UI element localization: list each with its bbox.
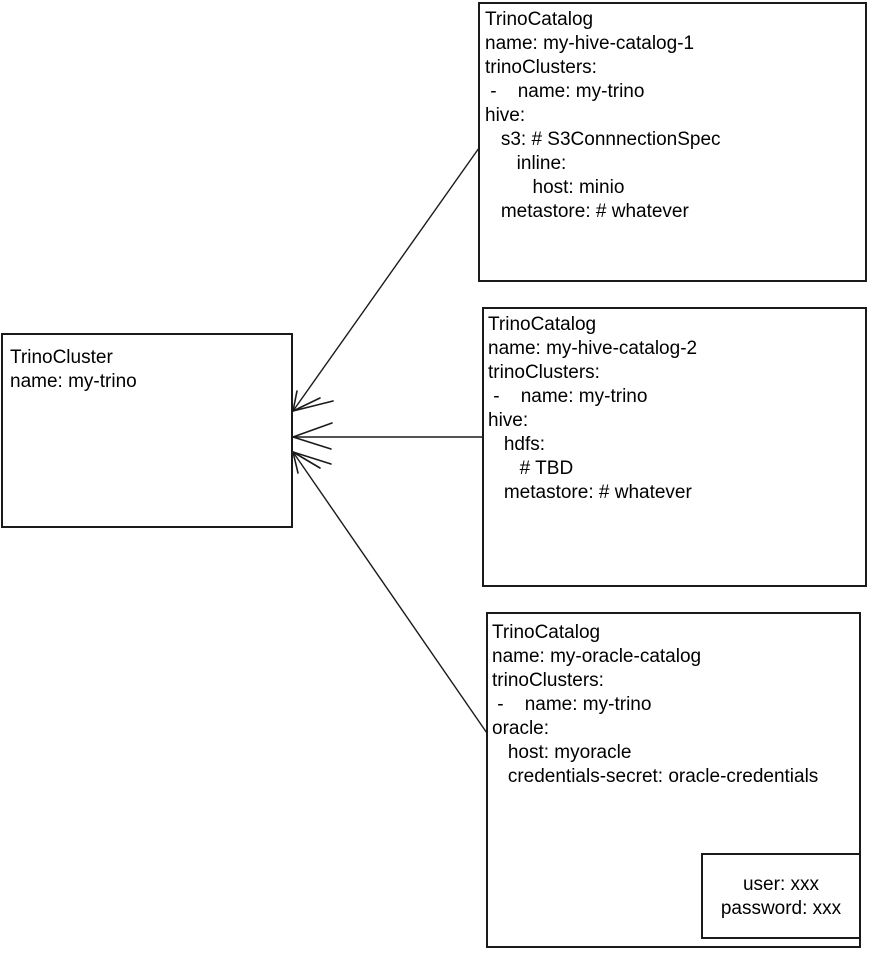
trino-cluster-kind-label: TrinoCluster: [10, 347, 113, 368]
secret-box-outline: [701, 853, 861, 939]
catalog-line: TrinoCatalog: [485, 9, 593, 30]
catalog-line: trinoClusters:: [488, 362, 600, 383]
catalog-line: - name: my-trino: [488, 386, 647, 407]
secret-box[interactable]: user: xxx password: xxx: [701, 853, 861, 939]
connector-line-oracle-catalog: [292, 451, 490, 737]
catalog-line: hive:: [485, 105, 525, 126]
trino-cluster-name-line: name: my-trino: [10, 371, 137, 392]
catalog-line: inline:: [485, 153, 566, 174]
trino-cluster-box-outline: [1, 333, 293, 528]
catalog-line: trinoClusters:: [485, 57, 597, 78]
catalog-line: s3: # S3ConnnectionSpec: [485, 129, 721, 150]
trino-cluster-box[interactable]: TrinoCluster name: my-trino: [1, 333, 293, 528]
secret-line: user: xxx: [743, 874, 820, 895]
catalog-line: metastore: # whatever: [488, 482, 692, 503]
arrowhead-hive-catalog-2: [292, 422, 333, 450]
catalog-line: credentials-secret: oracle-credentials: [492, 766, 818, 787]
catalog-line: # TBD: [488, 458, 573, 479]
catalog-line: name: my-hive-catalog-1: [485, 33, 694, 54]
secret-line: password: xxx: [721, 898, 842, 919]
catalog-line: - name: my-trino: [485, 81, 644, 102]
catalog-line: TrinoCatalog: [492, 622, 600, 643]
catalog-line: hdfs:: [488, 434, 545, 455]
catalog-line: metastore: # whatever: [485, 201, 689, 222]
arrowhead-oracle-catalog: [292, 451, 332, 474]
catalog-line: hive:: [488, 410, 528, 431]
connector-line-hive-catalog-1: [292, 147, 480, 412]
catalog-line: oracle:: [492, 718, 549, 739]
catalog-line: host: minio: [485, 177, 624, 198]
arrowhead-hive-catalog-1: [292, 390, 334, 412]
catalog-line: TrinoCatalog: [488, 314, 596, 335]
catalog-box-outline-hive-catalog-1: [478, 2, 867, 282]
catalog-line: host: myoracle: [492, 742, 631, 763]
trino-catalog-box-oracle-catalog[interactable]: TrinoCatalog name: my-oracle-catalog tri…: [486, 612, 861, 948]
catalog-line: trinoClusters:: [492, 670, 604, 691]
trino-catalog-box-hive-catalog-2[interactable]: TrinoCatalog name: my-hive-catalog-2 tri…: [482, 307, 867, 587]
catalog-line: name: my-hive-catalog-2: [488, 338, 697, 359]
catalog-box-outline-hive-catalog-2: [482, 307, 867, 587]
catalog-line: - name: my-trino: [492, 694, 651, 715]
catalog-line: name: my-oracle-catalog: [492, 646, 701, 667]
trino-catalog-box-hive-catalog-1[interactable]: TrinoCatalog name: my-hive-catalog-1 tri…: [478, 2, 867, 282]
